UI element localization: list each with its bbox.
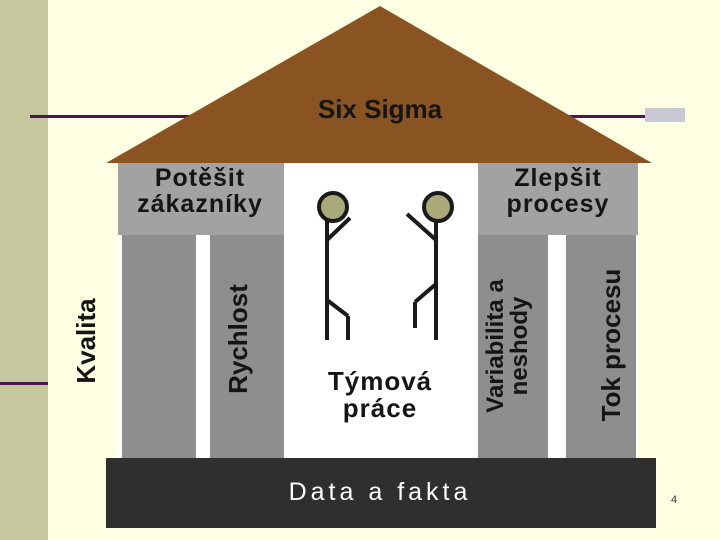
foundation-label: Data a fakta: [230, 478, 530, 507]
pillar-kvalita: [122, 235, 196, 458]
pillar-label-kvalita: Kvalita: [73, 251, 107, 431]
pillar-label-rychlost: Rychlost: [225, 249, 259, 429]
right-header-label: Zlepšit procesy: [478, 165, 638, 218]
page-number: 4: [662, 494, 686, 506]
head-icon: [319, 193, 347, 221]
center-label: Týmová práce: [305, 368, 455, 423]
roof: [106, 6, 652, 163]
pillar-label-tok: Tok procesu: [598, 250, 632, 440]
pillar-label-variabilita: Variabilita a neshody: [484, 246, 544, 446]
roof-title: Six Sigma: [300, 96, 460, 123]
head-icon: [424, 193, 452, 221]
left-header-label: Potěšit zákazníky: [118, 165, 282, 218]
